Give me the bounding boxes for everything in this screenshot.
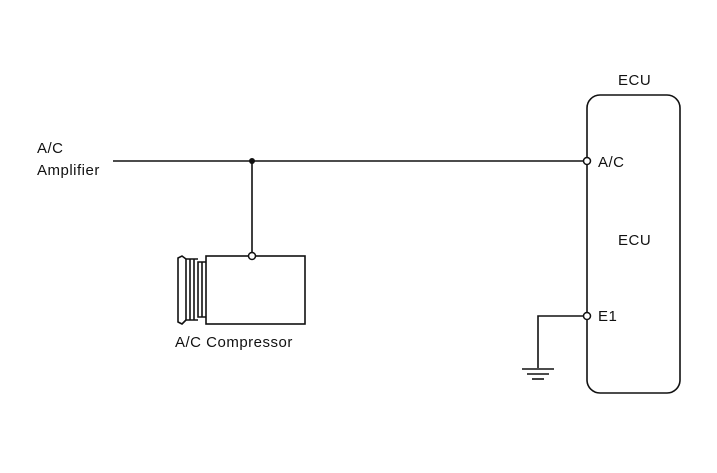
amplifier-label-line1: A/C bbox=[37, 140, 64, 157]
ground-symbol-icon bbox=[522, 368, 554, 380]
amplifier-label-line2: Amplifier bbox=[37, 162, 100, 179]
compressor-terminal bbox=[247, 251, 257, 261]
junction-dot bbox=[249, 158, 255, 164]
ecu-pin-ac-label: A/C bbox=[598, 154, 625, 171]
ecu-ac-terminal bbox=[582, 156, 592, 166]
ecu-pin-e1-label: E1 bbox=[598, 308, 618, 325]
ecu-e1-terminal bbox=[582, 311, 592, 321]
compressor-label: A/C Compressor bbox=[175, 334, 293, 351]
ecu-header-label: ECU bbox=[618, 72, 652, 89]
ground-wire bbox=[537, 315, 585, 368]
ecu-body-label: ECU bbox=[618, 232, 652, 249]
compressor-icon bbox=[177, 255, 306, 325]
ecu-box bbox=[586, 94, 681, 394]
